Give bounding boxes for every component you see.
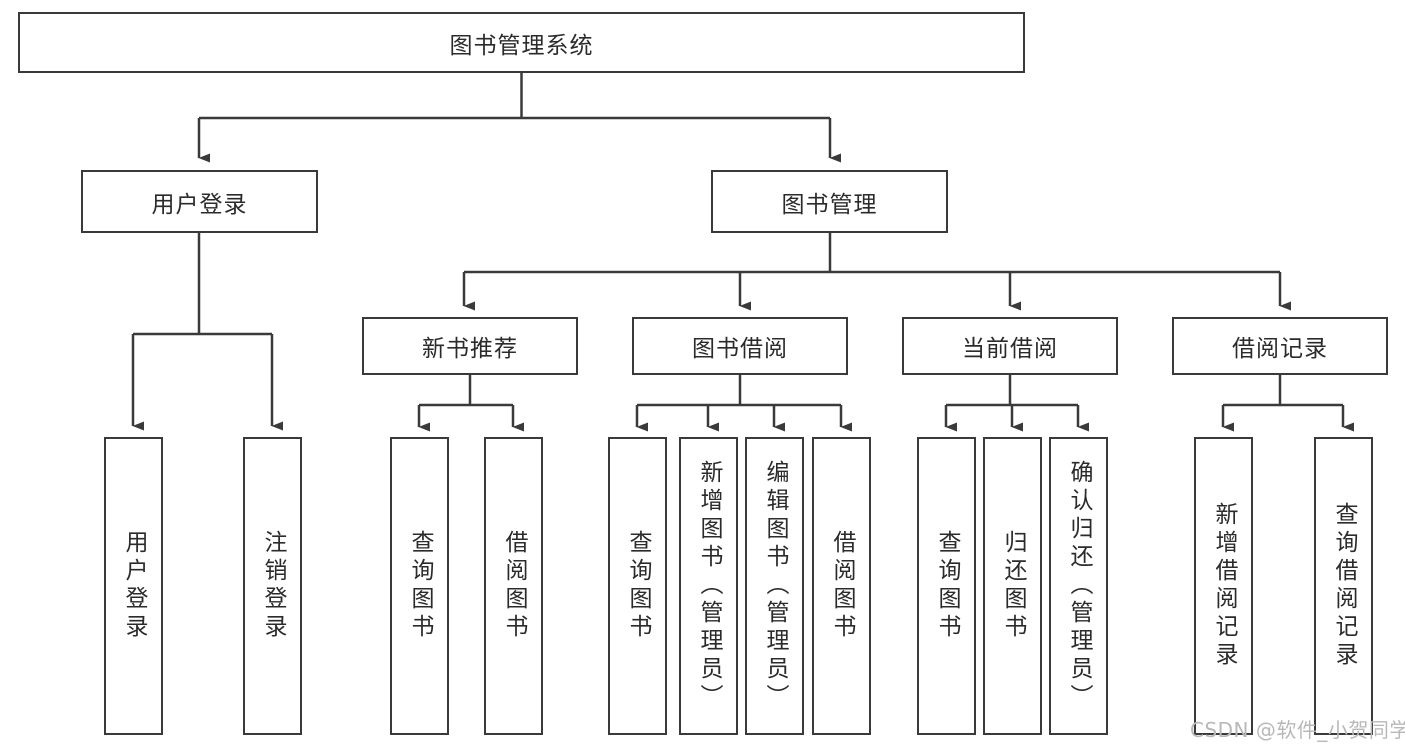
leaf-borrow-borrow-books[interactable]: 借阅图书 [812,437,871,735]
leaf-records-add-record[interactable]: 新增借阅记录 [1194,437,1253,735]
node-book-borrow[interactable]: 图书借阅 [632,317,848,375]
node-label: 查询图书 [407,530,433,642]
leaf-borrow-edit-book-admin[interactable]: 编辑图书（管理员） [745,437,804,735]
node-new-book-recommend[interactable]: 新书推荐 [362,317,578,375]
leaf-current-return-books[interactable]: 归还图书 [983,437,1042,735]
node-label: 编辑图书（管理员） [762,460,788,712]
node-label: 用户登录 [151,191,248,218]
node-label: 借阅图书 [829,530,855,642]
node-label: 新增借阅记录 [1211,502,1237,670]
leaf-newbook-borrow-books[interactable]: 借阅图书 [484,437,543,735]
node-label: 查询图书 [625,530,651,642]
node-label: 当前借阅 [962,336,1058,362]
node-current-borrow[interactable]: 当前借阅 [902,317,1118,375]
node-label: 新增图书（管理员） [696,460,722,712]
node-label: 用户登录 [121,530,147,642]
node-label: 图书借阅 [692,336,788,362]
leaf-newbook-query-books[interactable]: 查询图书 [390,437,449,735]
leaf-logout[interactable]: 注销登录 [243,437,302,735]
node-label: 查询图书 [934,530,960,642]
node-root-system[interactable]: 图书管理系统 [18,12,1025,73]
leaf-user-login[interactable]: 用户登录 [104,437,163,735]
leaf-records-query-record[interactable]: 查询借阅记录 [1314,437,1373,735]
leaf-current-query-books[interactable]: 查询图书 [917,437,976,735]
node-label: 注销登录 [260,530,286,642]
csdn-watermark: CSDN @软件_小贺同学 [1190,718,1405,742]
node-borrow-records[interactable]: 借阅记录 [1172,317,1388,375]
leaf-borrow-query-books[interactable]: 查询图书 [608,437,667,735]
node-label: 借阅记录 [1232,336,1328,362]
node-label: 新书推荐 [422,336,518,362]
leaf-borrow-add-book-admin[interactable]: 新增图书（管理员） [679,437,738,735]
node-label: 查询借阅记录 [1331,502,1357,670]
node-label: 图书管理系统 [449,32,594,59]
node-book-management[interactable]: 图书管理 [711,170,948,233]
node-label: 确认归还（管理员） [1066,460,1092,712]
node-label: 归还图书 [1000,530,1026,642]
node-user-login[interactable]: 用户登录 [81,170,318,233]
leaf-current-confirm-return-admin[interactable]: 确认归还（管理员） [1049,437,1108,735]
node-label: 图书管理 [781,191,878,218]
node-label: 借阅图书 [501,530,527,642]
